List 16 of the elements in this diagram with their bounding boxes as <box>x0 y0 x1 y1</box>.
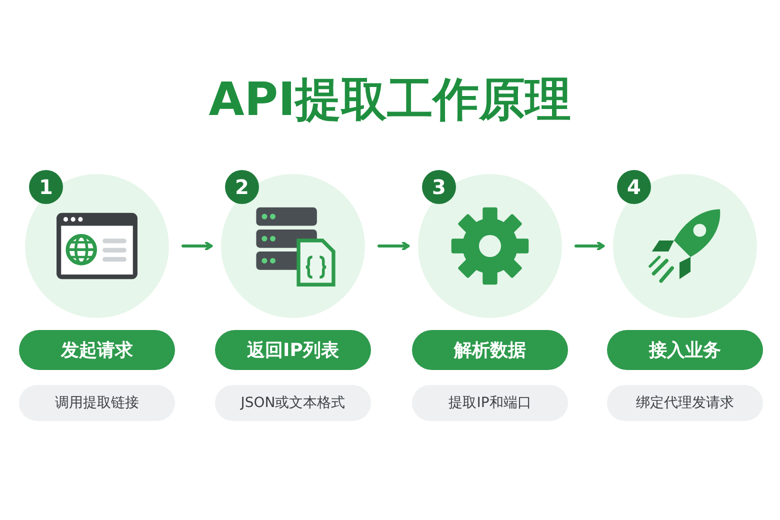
title-pill: 解析数据 <box>412 330 568 370</box>
description-pill: 绑定代理发请求 <box>607 385 763 421</box>
description-pill: 提取IP和端口 <box>412 385 568 421</box>
arrow <box>574 241 605 251</box>
arrow <box>378 241 410 251</box>
step-number-badge: 2 <box>225 170 259 204</box>
title-pill: 返回IP列表 <box>215 330 371 370</box>
step-number-badge: 3 <box>422 170 456 204</box>
title-pill: 接入业务 <box>607 330 763 370</box>
arrow <box>182 241 213 251</box>
description-pill: JSON或文本格式 <box>215 385 371 421</box>
step-number-badge: 4 <box>617 170 651 204</box>
description-pill: 调用提取链接 <box>19 385 175 421</box>
title-pill: 发起请求 <box>19 330 175 370</box>
step-number-badge: 1 <box>29 170 63 204</box>
page-title: API提取工作原理 <box>208 71 572 128</box>
